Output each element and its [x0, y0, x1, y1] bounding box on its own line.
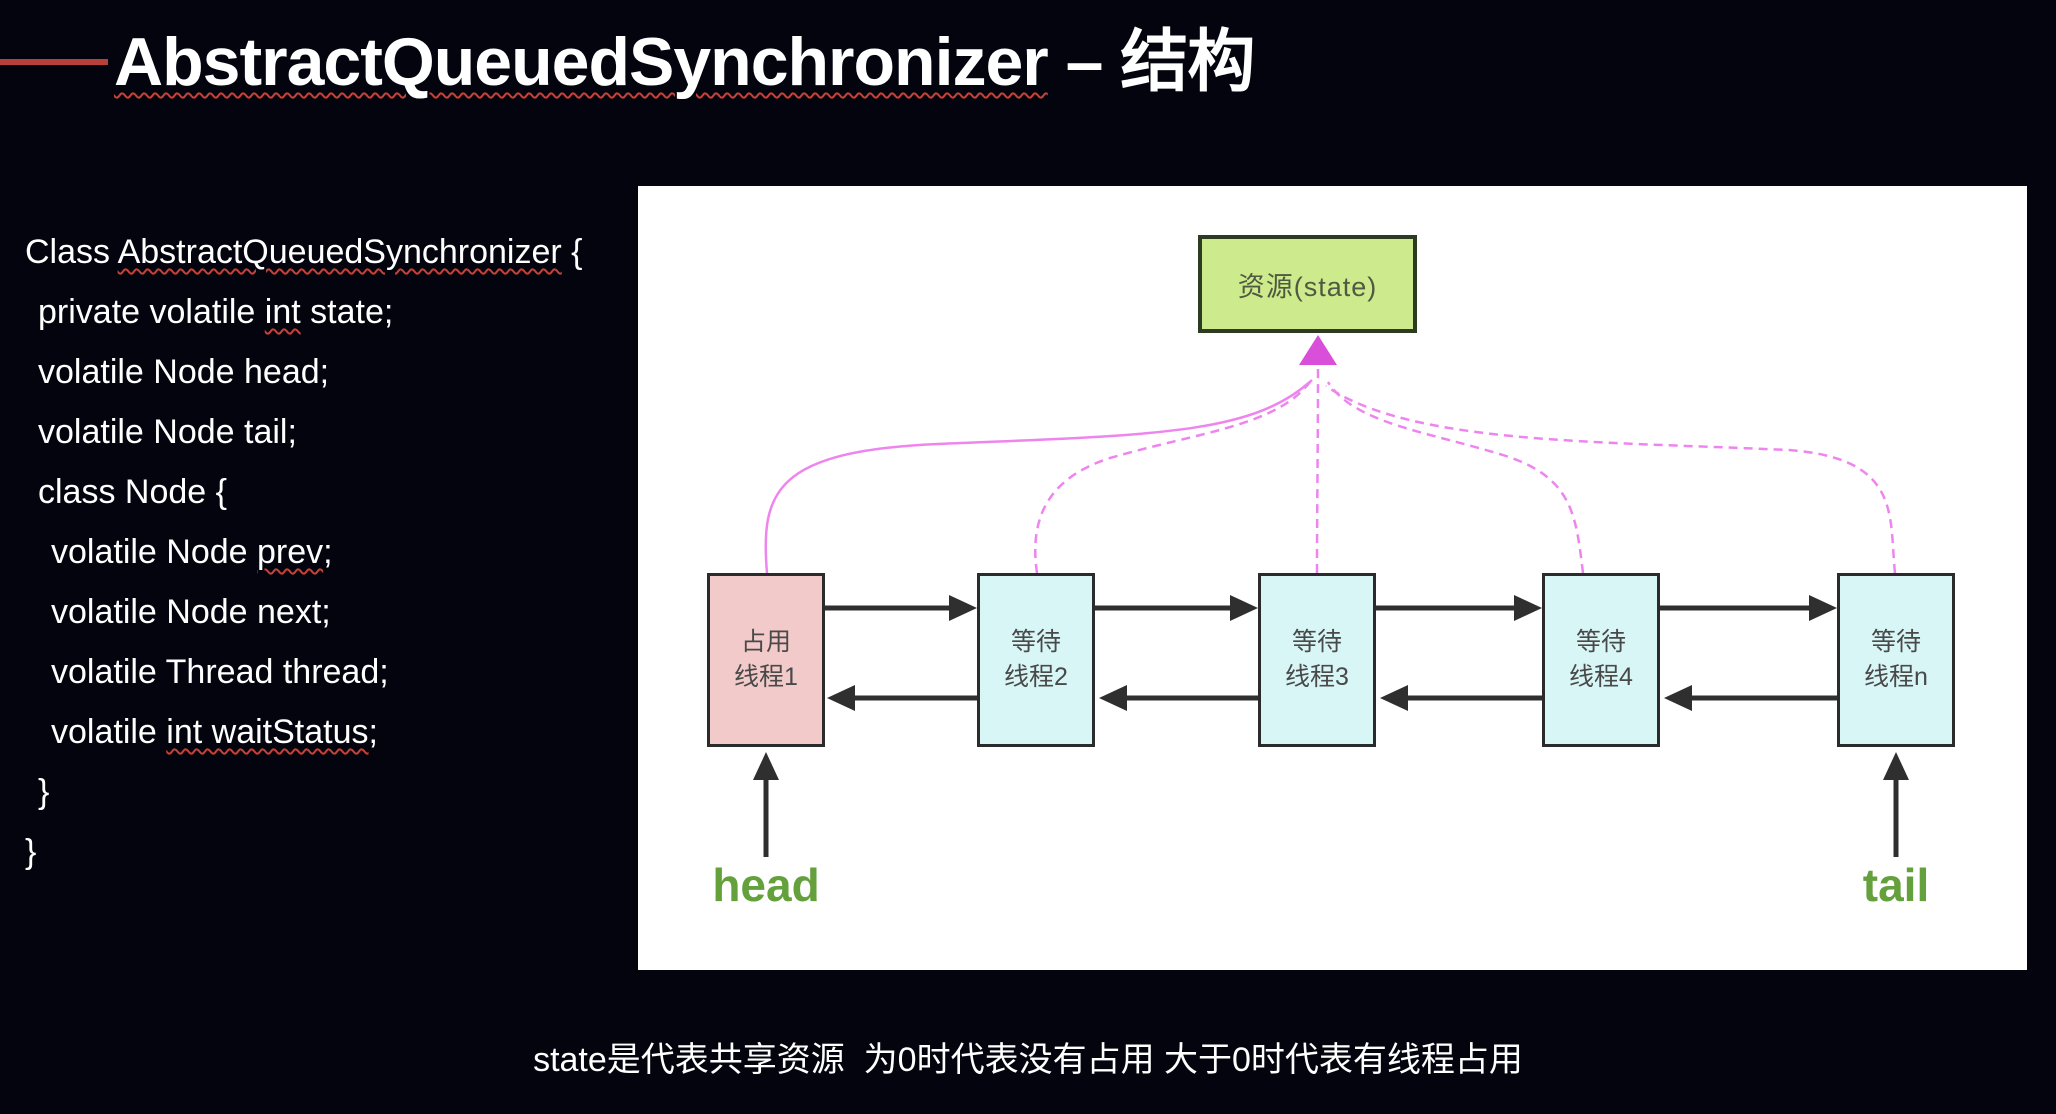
- tail-pointer-label: tail: [1862, 859, 1930, 911]
- head-pointer-label: head: [712, 859, 820, 911]
- code-line: }: [25, 833, 37, 871]
- node-thread-3: 等待 线程3: [1258, 573, 1376, 747]
- code-block: Class AbstractQueuedSynchronizer { priva…: [25, 222, 625, 882]
- node-thread-2: 等待 线程2: [977, 573, 1095, 747]
- resource-state-box: 资源(state): [1198, 235, 1417, 333]
- code-line: volatile Node next;: [51, 593, 331, 631]
- code-line: volatile Node tail;: [38, 413, 297, 451]
- title-accent-line: [0, 59, 108, 65]
- next-arrowhead-4: [1809, 595, 1837, 621]
- page-title: AbstractQueuedSynchronizer – 结构: [114, 6, 1256, 105]
- link-noden-resource: [1325, 384, 1897, 574]
- code-line: volatile Node prev;: [51, 533, 333, 571]
- code-line: Class AbstractQueuedSynchronizer {: [25, 233, 583, 271]
- next-arrowhead-2: [1230, 595, 1258, 621]
- tail-arrowhead: [1883, 752, 1909, 780]
- aqs-diagram-panel: 资源(state) 占用 线程1 等待 线程2 等待 线程3 等待 线程4 等待…: [638, 186, 2027, 970]
- prev-arrowhead-4: [1664, 685, 1692, 711]
- prev-arrowhead-3: [1380, 685, 1408, 711]
- code-line: }: [38, 773, 50, 811]
- code-line: private volatile int state;: [38, 293, 394, 331]
- head-arrowhead: [753, 752, 779, 780]
- connector-lines: [753, 335, 1909, 857]
- link-node3-resource: [1315, 367, 1320, 574]
- link-node4-resource: [1326, 381, 1585, 574]
- code-line: class Node {: [38, 473, 227, 511]
- resource-arrowhead: [1299, 335, 1337, 365]
- slide-caption: state是代表共享资源 为0时代表没有占用 大于0时代表有线程占用: [533, 1041, 1523, 1079]
- title-main: AbstractQueuedSynchronizer: [114, 24, 1049, 100]
- code-line: volatile int waitStatus;: [51, 713, 378, 751]
- code-line: volatile Thread thread;: [51, 653, 389, 691]
- title-suffix: – 结构: [1047, 24, 1256, 100]
- node-thread-4: 等待 线程4: [1542, 573, 1660, 747]
- link-node1-resource: [764, 379, 1313, 574]
- node-thread-1: 占用 线程1: [707, 573, 825, 747]
- link-node2-resource: [1034, 381, 1311, 574]
- prev-arrowhead-2: [1099, 685, 1127, 711]
- node-thread-n: 等待 线程n: [1837, 573, 1955, 747]
- next-arrowhead-3: [1514, 595, 1542, 621]
- code-line: volatile Node head;: [38, 353, 330, 391]
- prev-arrowhead-1: [827, 685, 855, 711]
- next-arrowhead-1: [949, 595, 977, 621]
